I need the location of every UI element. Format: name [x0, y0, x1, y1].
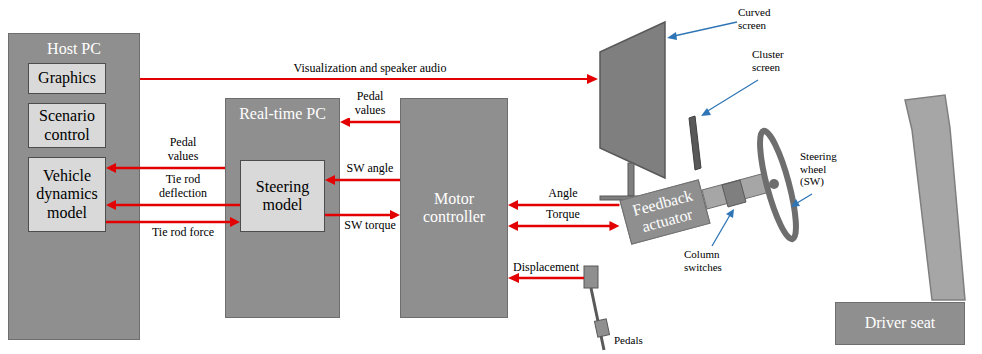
pedal-figure	[584, 266, 610, 350]
cluster-screen-figure	[689, 116, 701, 170]
seat-base: Driver seat	[835, 302, 965, 345]
signal-label: Angle	[528, 187, 598, 201]
signal-label: Pedal values	[345, 90, 395, 118]
arrow-head	[508, 200, 518, 210]
signal-line	[517, 225, 610, 228]
arrow-head	[508, 273, 519, 283]
process-box: Vehicle dynamics model	[28, 157, 106, 232]
leader-head	[667, 32, 677, 40]
callout-label: Column switches	[684, 248, 736, 273]
signal-label: Displacement	[505, 261, 587, 275]
signal-arrow	[508, 221, 619, 231]
signal-line	[519, 277, 584, 280]
screen-post	[628, 163, 634, 196]
computer-box: Real-time PC Steering model	[225, 98, 340, 318]
leader-head	[726, 209, 734, 218]
pedal-rod	[591, 288, 604, 350]
leader-line	[712, 215, 730, 246]
callout-label: Cluster screen	[752, 48, 797, 73]
signal-line	[334, 179, 400, 182]
node-label: Feedback actuator	[625, 185, 706, 240]
column-shaft	[702, 173, 770, 209]
node-label: Real-time PC	[226, 105, 339, 123]
signal-label: SW torque	[342, 219, 398, 233]
arrow-head	[340, 117, 350, 127]
signal-label: Tie rod force	[144, 226, 222, 240]
leader-line	[706, 80, 758, 112]
node-label: Driver seat	[865, 314, 936, 332]
node-label: Motor controller	[404, 190, 504, 227]
process-box: Graphics	[28, 63, 106, 94]
leader-line	[797, 194, 812, 203]
pedal-pad	[594, 319, 609, 337]
visualization-arrow	[106, 74, 598, 84]
leader-head	[701, 108, 711, 116]
signal-label: Tie rod deflection	[144, 173, 222, 201]
signal-line	[106, 78, 588, 80]
callout-label: Pedals	[614, 334, 654, 347]
signal-label: Pedal values	[158, 136, 208, 164]
arrow-head	[609, 221, 619, 231]
leader-line	[674, 22, 737, 36]
displacement-arrow	[508, 273, 584, 283]
node-label: Scenario control	[32, 107, 102, 144]
pedal-head	[584, 266, 598, 288]
curved-screen-figure	[600, 22, 668, 200]
callout-label: Steering wheel (SW)	[800, 150, 850, 188]
node-label: Graphics	[38, 69, 96, 87]
steering-wheel-rim	[753, 128, 803, 242]
steering-wheel-hub	[769, 179, 779, 189]
node-label: Host PC	[9, 40, 139, 58]
controller-box: Motor controller	[400, 98, 508, 318]
steering-column-figure	[702, 128, 803, 242]
arrow-head	[587, 74, 598, 84]
node-label: Vehicle dynamics model	[32, 167, 102, 222]
computer-box: Host PC GraphicsScenario controlVehicle d…	[8, 33, 140, 340]
signal-label: SW angle	[342, 162, 398, 176]
signal-label: Visualization and speaker audio	[270, 62, 470, 76]
signal-arrow	[340, 117, 400, 127]
process-box: Scenario control	[28, 103, 106, 148]
screen-panel	[600, 22, 665, 178]
seat-back	[905, 95, 965, 300]
signal-line	[517, 204, 619, 207]
leader-head	[791, 199, 800, 207]
signal-line	[349, 121, 400, 124]
signal-label: Torque	[528, 208, 598, 222]
column-switch-block	[722, 180, 746, 207]
callout-label: Curved screen	[738, 6, 788, 31]
process-box: Steering model	[240, 160, 325, 232]
arrow-head	[508, 221, 518, 231]
node-label: Steering model	[244, 178, 321, 215]
